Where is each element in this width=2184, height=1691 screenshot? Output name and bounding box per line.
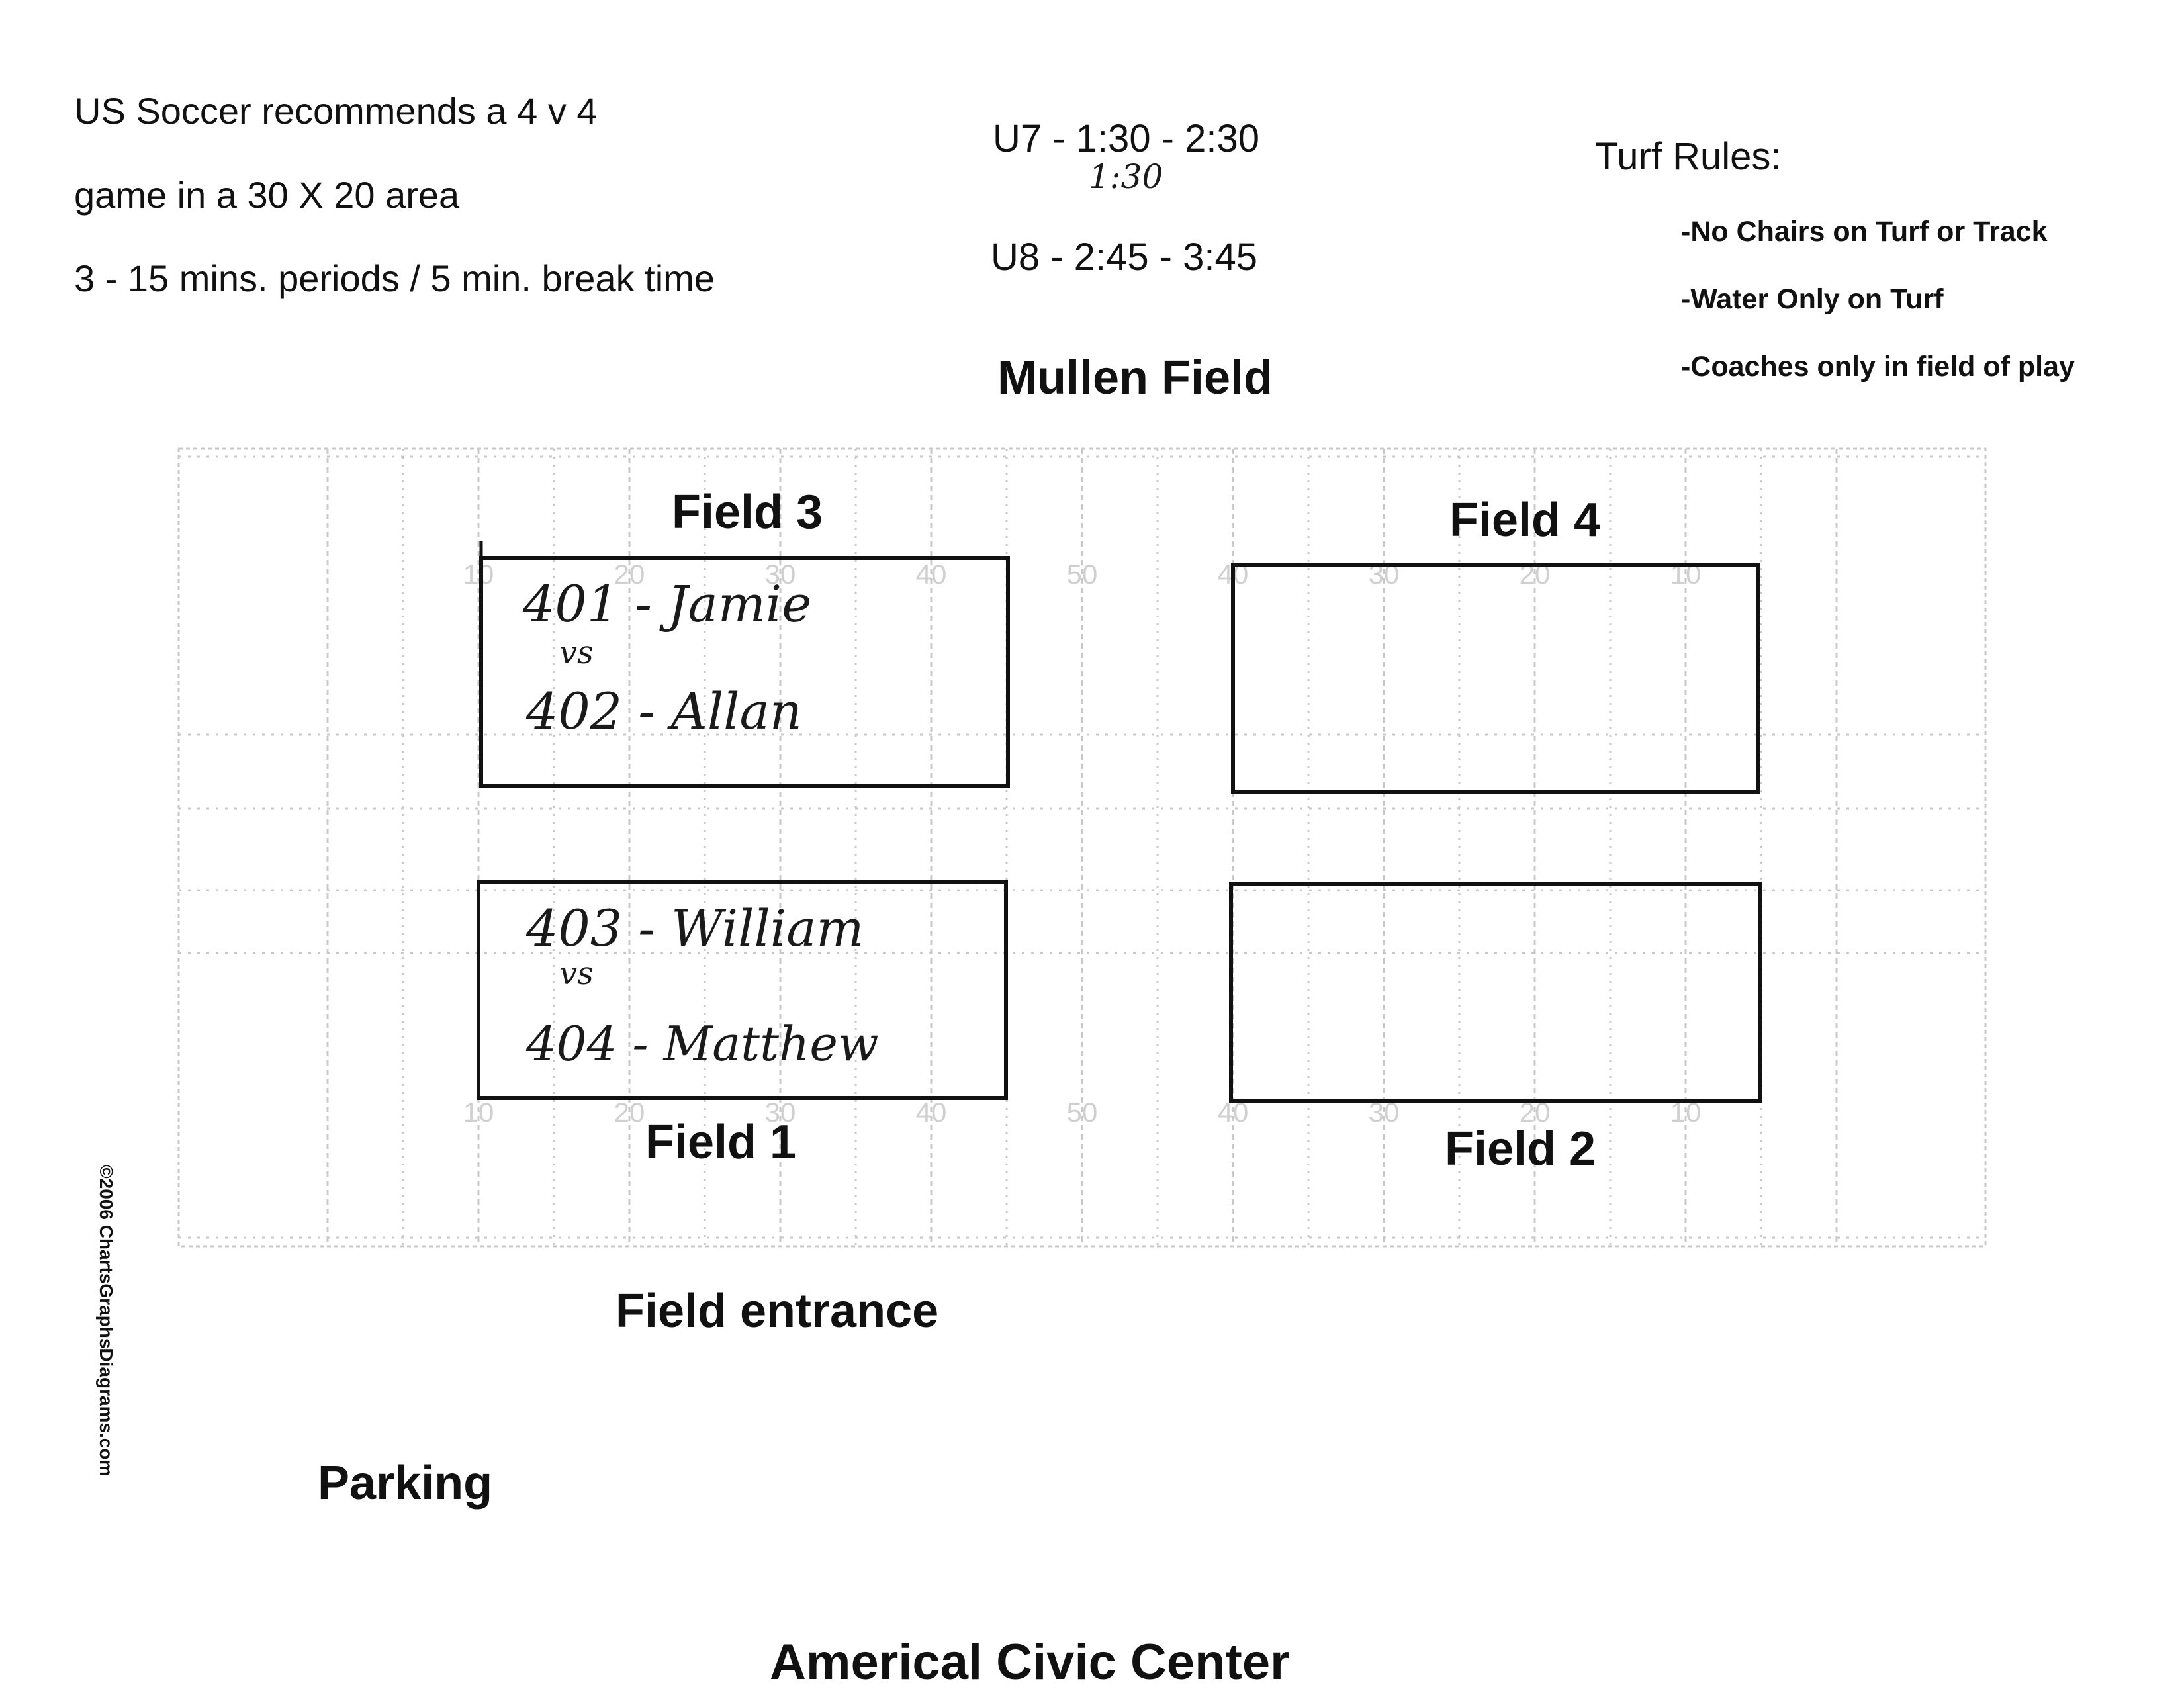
turf-rule-3: -Coaches only in field of play (1681, 351, 2075, 383)
field-4-box (1231, 563, 1760, 794)
field-3-team-a: 401 - Jamie (523, 574, 812, 633)
yard-number-bottom: 50 (1067, 1097, 1098, 1128)
yard-number-bottom: 20 (614, 1097, 645, 1128)
field-1-team-b: 404 - Matthew (526, 1016, 879, 1072)
field-1-label: Field 1 (645, 1116, 797, 1169)
yard-number-top: 10 (463, 559, 494, 590)
turf-rule-1: -No Chairs on Turf or Track (1681, 216, 2048, 248)
turf-rule-2: -Water Only on Turf (1681, 283, 1944, 315)
yard-number-top: 30 (765, 559, 796, 590)
recommendation-line-1: US Soccer recommends a 4 v 4 (74, 90, 598, 132)
yard-number-top: 20 (614, 559, 645, 590)
field-1-box (477, 880, 1008, 1100)
field-2-box (1229, 882, 1762, 1103)
u7-handwritten-time: 1:30 (1089, 158, 1163, 196)
field-3-box (479, 556, 1010, 788)
field-3-label: Field 3 (672, 486, 823, 539)
yard-lines (326, 449, 1838, 1246)
yard-number-bottom: 40 (916, 1097, 947, 1128)
u8-schedule: U8 - 2:45 - 3:45 (991, 236, 1257, 279)
field-4-label: Field 4 (1449, 494, 1601, 547)
recommendation-line-2: game in a 30 X 20 area (74, 174, 460, 216)
field-1-team-a: 403 - William (526, 899, 864, 958)
turf-rules-title: Turf Rules: (1595, 135, 1782, 178)
u7-schedule: U7 - 1:30 - 2:30 (993, 117, 1259, 160)
yard-number-bottom: 30 (765, 1097, 796, 1128)
civic-center-label: Americal Civic Center (770, 1634, 1290, 1690)
field-1-vs: vs (559, 955, 594, 992)
copyright-notice: ©2006 ChartsGraphsDiagrams.com (96, 1165, 116, 1477)
parking-label: Parking (318, 1457, 493, 1510)
yard-number-top: 40 (916, 559, 947, 590)
recommendation-line-3: 3 - 15 mins. periods / 5 min. break time (74, 257, 715, 299)
venue-title: Mullen Field (997, 351, 1273, 404)
yard-number-top: 50 (1067, 559, 1098, 590)
football-field (177, 447, 1987, 1248)
field-2-label: Field 2 (1445, 1122, 1596, 1175)
yard-number-bottom: 10 (463, 1097, 494, 1128)
field-3-team-b: 402 - Allan (526, 682, 802, 741)
field-3-vs: vs (559, 634, 594, 671)
field-entrance-label: Field entrance (615, 1285, 939, 1338)
